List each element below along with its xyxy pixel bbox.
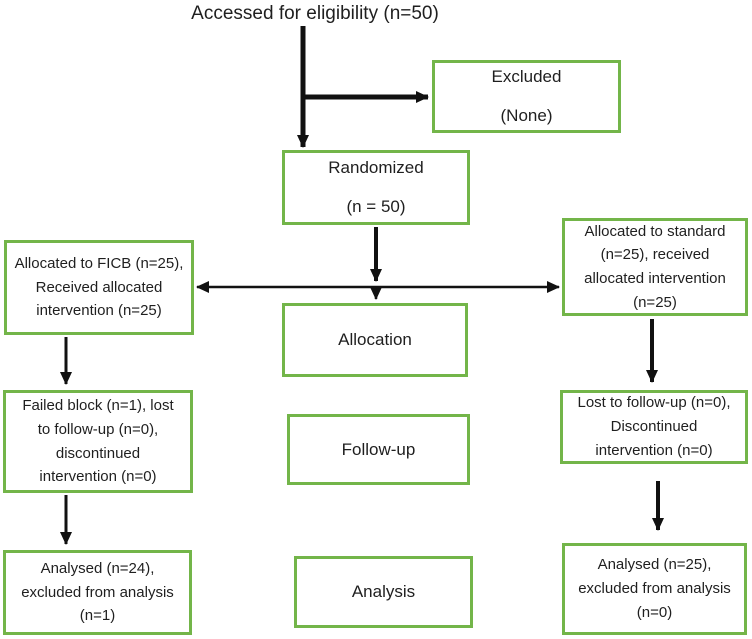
box-analysed-standard: Analysed (n=25), excluded from analysis … [562,543,747,635]
box-followup-stage: Follow-up [287,414,470,485]
box-allocation-stage: Allocation [282,303,468,377]
box-excluded: Excluded (None) [432,60,621,133]
box-allocated-ficb: Allocated to FICB (n=25), Received alloc… [4,240,194,335]
box-randomized: Randomized (n = 50) [282,150,470,225]
box-analysis-stage: Analysis [294,556,473,628]
box-failed-block: Failed block (n=1), lost to follow-up (n… [3,390,193,493]
box-lost-followup: Lost to follow-up (n=0), Discontinued in… [560,390,748,464]
eligibility-label: Accessed for eligibility (n=50) [191,3,439,24]
box-analysed-ficb: Analysed (n=24), excluded from analysis … [3,550,192,635]
box-allocated-standard: Allocated to standard (n=25), received a… [562,218,748,316]
